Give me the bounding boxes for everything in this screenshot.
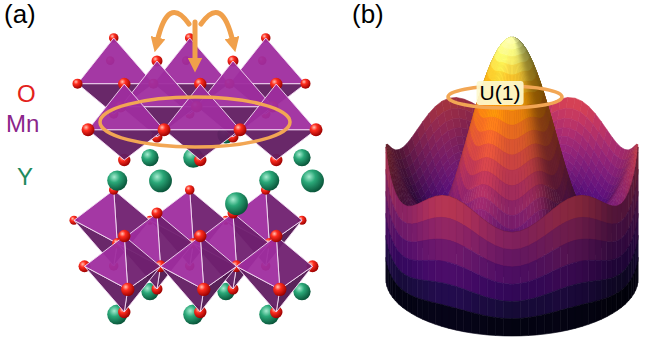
structure-element <box>72 79 82 89</box>
bipyramid-face <box>85 236 128 289</box>
surface-patch <box>510 44 511 49</box>
oxygen-atom <box>72 79 82 89</box>
yttrium-atom <box>301 169 324 192</box>
surface-patch <box>509 44 511 49</box>
surface-patch <box>508 49 510 56</box>
structure-element <box>237 236 280 289</box>
surface-patch <box>517 55 519 63</box>
surface-patch <box>514 49 516 56</box>
bipyramid-face <box>237 236 280 289</box>
oxygen-atom <box>82 123 95 136</box>
crystal-structure <box>0 0 350 345</box>
structure-element <box>234 123 247 136</box>
structure-element <box>74 190 117 243</box>
structure-element <box>107 171 127 191</box>
structure-element <box>149 169 172 192</box>
structure-element <box>200 236 236 289</box>
yttrium-atom <box>293 149 310 166</box>
bipyramid-face <box>77 38 153 84</box>
structure-element <box>194 230 206 242</box>
surface-patch <box>514 44 516 49</box>
structure-element <box>259 171 279 191</box>
yttrium-atom <box>107 171 127 191</box>
structure-element <box>185 185 195 195</box>
structure-element <box>82 123 95 136</box>
structure-element <box>310 123 323 136</box>
structure-element <box>273 283 286 296</box>
surface-patch <box>511 49 512 56</box>
surface-patch <box>511 40 513 44</box>
bipyramid-face <box>161 236 204 289</box>
oxygen-atom <box>185 185 195 195</box>
oxygen-atom <box>273 283 286 296</box>
structure-element <box>158 123 171 136</box>
surface-patch <box>512 49 513 56</box>
structure-element <box>161 236 204 289</box>
surface-patch <box>510 40 511 44</box>
oxygen-atom <box>118 230 130 242</box>
curved-arrow <box>201 12 233 42</box>
yttrium-atom <box>141 149 158 166</box>
surface-patch <box>512 44 513 49</box>
bipyramid-face <box>200 236 236 289</box>
structure-element <box>225 192 248 215</box>
bipyramid-face <box>124 236 160 289</box>
surface-patch <box>512 40 514 44</box>
yttrium-atom <box>259 171 279 191</box>
bipyramid-face <box>240 84 316 130</box>
structure-element <box>270 230 282 242</box>
structure-element <box>141 149 158 166</box>
structure-element <box>293 149 310 166</box>
structure-element <box>152 208 163 219</box>
surface-patch <box>513 44 514 49</box>
structure-element <box>164 84 240 130</box>
structure-element <box>240 84 316 130</box>
bipyramid-face <box>74 190 117 243</box>
yttrium-atom <box>225 192 248 215</box>
oxygen-atom <box>270 230 282 242</box>
surface-patch <box>512 38 515 40</box>
oxygen-atom <box>194 230 206 242</box>
structure-element <box>197 283 210 296</box>
surface-patch <box>513 40 514 44</box>
bipyramid-face <box>276 236 312 289</box>
oxygen-atom <box>234 123 247 136</box>
structure-element <box>266 190 302 243</box>
oxygen-atom <box>197 283 210 296</box>
oxygen-atom <box>310 123 323 136</box>
curved-arrow <box>157 12 189 42</box>
bipyramid-face <box>266 190 302 243</box>
exchange-arrows <box>100 12 290 147</box>
down-arrow <box>193 22 198 62</box>
structure-element <box>118 230 130 242</box>
structure-element <box>124 236 160 289</box>
bipyramid-face <box>164 84 240 130</box>
surface-group <box>386 37 638 336</box>
structure-element <box>77 38 153 84</box>
structure-element <box>85 236 128 289</box>
structure-element <box>276 236 312 289</box>
oxygen-atom <box>158 123 171 136</box>
oxygen-atom <box>121 283 134 296</box>
structure-element <box>301 169 324 192</box>
surface-patch <box>509 49 511 56</box>
oxygen-atom <box>152 208 163 219</box>
surface-patch <box>504 55 506 63</box>
surface-patch <box>513 49 515 56</box>
oxygen-atom <box>300 79 310 89</box>
surface-patch <box>511 44 512 49</box>
yttrium-atom <box>149 169 172 192</box>
structure-element <box>121 283 134 296</box>
surface-patch <box>509 38 512 40</box>
structure-element <box>300 79 310 89</box>
equatorial-ring <box>100 97 290 147</box>
polyhedra-group <box>69 33 323 324</box>
mexican-hat-potential <box>350 0 645 345</box>
